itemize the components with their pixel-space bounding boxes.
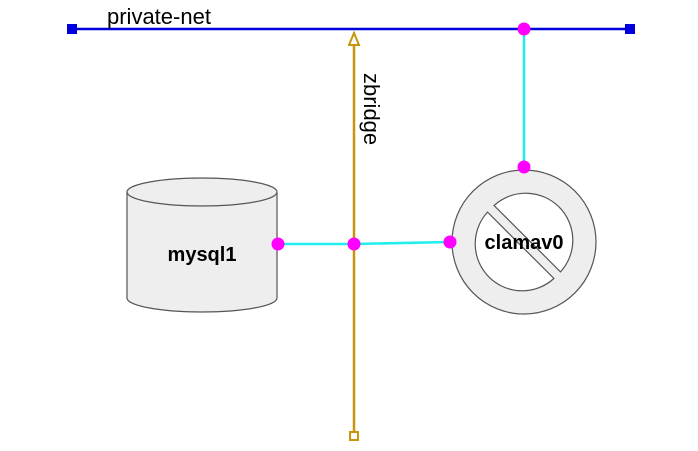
connector-dot[interactable] — [271, 237, 285, 251]
private-net-bus: private-net — [67, 4, 635, 34]
connectors — [271, 22, 531, 251]
zbridge: zbridge — [347, 30, 384, 441]
bridge-arrow-icon — [347, 30, 361, 46]
prohibited-icon-hole-b — [493, 192, 574, 273]
mysql1-node[interactable]: mysql1 — [126, 177, 278, 313]
link-bridge-clamav — [353, 240, 451, 246]
network-label: private-net — [107, 4, 211, 29]
database-cylinder-rim — [126, 191, 278, 207]
prohibited-icon-hole-a — [474, 211, 555, 292]
links — [278, 29, 526, 246]
connector-dot[interactable] — [517, 160, 531, 174]
network-left-endpoint — [67, 24, 77, 34]
bridge-bottom-endpoint — [349, 431, 359, 441]
clamav0-label: clamav0 — [485, 232, 564, 254]
connector-dot[interactable] — [517, 22, 531, 36]
database-cylinder-icon — [126, 177, 278, 313]
network-right-endpoint — [625, 24, 635, 34]
mysql1-label: mysql1 — [168, 244, 237, 266]
bridge-label: zbridge — [359, 73, 384, 145]
connector-dot[interactable] — [347, 237, 361, 251]
clamav0-node[interactable]: clamav0 — [451, 169, 597, 315]
connector-dot[interactable] — [443, 235, 457, 249]
